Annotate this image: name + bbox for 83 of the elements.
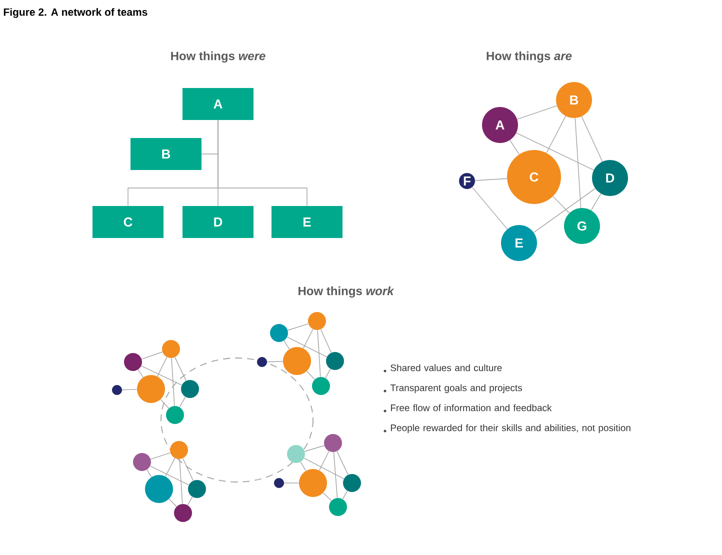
connector-line <box>187 496 193 506</box>
network-dot <box>299 469 327 497</box>
connector-line <box>182 458 194 481</box>
network-dot <box>270 324 288 342</box>
network-dot <box>308 312 326 330</box>
connector-line <box>140 366 182 386</box>
network-dot <box>257 357 267 367</box>
connector-line <box>336 450 348 476</box>
connector-line <box>160 399 170 409</box>
network-dot <box>283 347 311 375</box>
connector-line <box>287 323 309 331</box>
connector-line <box>165 458 176 477</box>
connector-line <box>171 358 175 406</box>
network-dot <box>166 406 184 424</box>
org-box: D <box>182 206 254 238</box>
org-box: A <box>182 88 254 120</box>
connector-line <box>510 140 520 155</box>
connector-line <box>590 193 602 211</box>
bullet-text: Free flow of information and feedback <box>391 404 552 412</box>
org-box: B <box>130 138 202 170</box>
connector-line <box>574 118 582 208</box>
network-dot <box>274 478 284 488</box>
connector-line <box>218 120 308 206</box>
connector-line <box>179 396 186 408</box>
network-dot <box>287 445 305 463</box>
connector-line <box>300 462 306 472</box>
network-dot <box>133 453 151 471</box>
connector-line <box>174 356 186 382</box>
network-dot <box>124 353 142 371</box>
connector-line <box>157 356 168 377</box>
network-dot <box>329 498 347 516</box>
network-dot <box>162 340 180 358</box>
connector-line <box>286 336 328 358</box>
network-dot <box>174 504 192 522</box>
network-dot <box>137 375 165 403</box>
connector-line <box>320 329 332 353</box>
connector-line <box>284 482 300 484</box>
section-heading: How things were <box>171 51 266 63</box>
connector-line <box>304 445 325 452</box>
connector-line <box>322 492 332 501</box>
network-dot <box>181 380 199 398</box>
org-box: E <box>272 206 342 238</box>
connector-line <box>150 452 171 460</box>
connector-line <box>474 178 508 181</box>
connector-line <box>546 116 566 154</box>
connector-line <box>516 105 558 120</box>
connector-line <box>325 368 331 378</box>
connector-line <box>317 330 321 378</box>
section-heading: How things work <box>298 286 394 298</box>
bullet-text: People rewarded for their skills and abilities, not position <box>391 424 630 434</box>
network-dot <box>326 352 344 370</box>
connector-line <box>319 450 330 471</box>
connector-line <box>516 132 594 170</box>
connector-line <box>472 186 508 230</box>
connector-line <box>150 466 190 486</box>
connector-line <box>333 452 338 498</box>
network-dot <box>170 441 188 459</box>
network-dot <box>112 385 122 395</box>
connector-line <box>266 361 284 362</box>
connector-line <box>138 369 144 378</box>
connector-line <box>284 340 290 350</box>
figure-title: Figure 2. A network of teams <box>4 8 148 18</box>
connector-line <box>303 328 314 349</box>
network-dot <box>324 434 342 452</box>
bullet-text: Shared values and culture <box>390 364 502 372</box>
connector-line <box>533 188 596 233</box>
network-dot <box>145 475 173 503</box>
connector-line <box>168 498 177 507</box>
connector-line <box>304 458 344 480</box>
bullet-text: Transparent goals and projects <box>390 384 522 394</box>
connector-line <box>141 352 163 360</box>
connector-line <box>146 469 152 478</box>
connector-line <box>179 458 183 504</box>
connector-line <box>342 490 348 500</box>
network-dot <box>312 377 330 395</box>
section-heading: How things are <box>486 51 572 63</box>
connector-line <box>122 389 138 390</box>
org-box: C <box>92 206 164 238</box>
connector-line <box>306 370 315 380</box>
network-dot <box>343 474 361 492</box>
network-dot <box>188 480 206 498</box>
connector-line <box>581 116 603 162</box>
connector-line <box>552 196 570 214</box>
